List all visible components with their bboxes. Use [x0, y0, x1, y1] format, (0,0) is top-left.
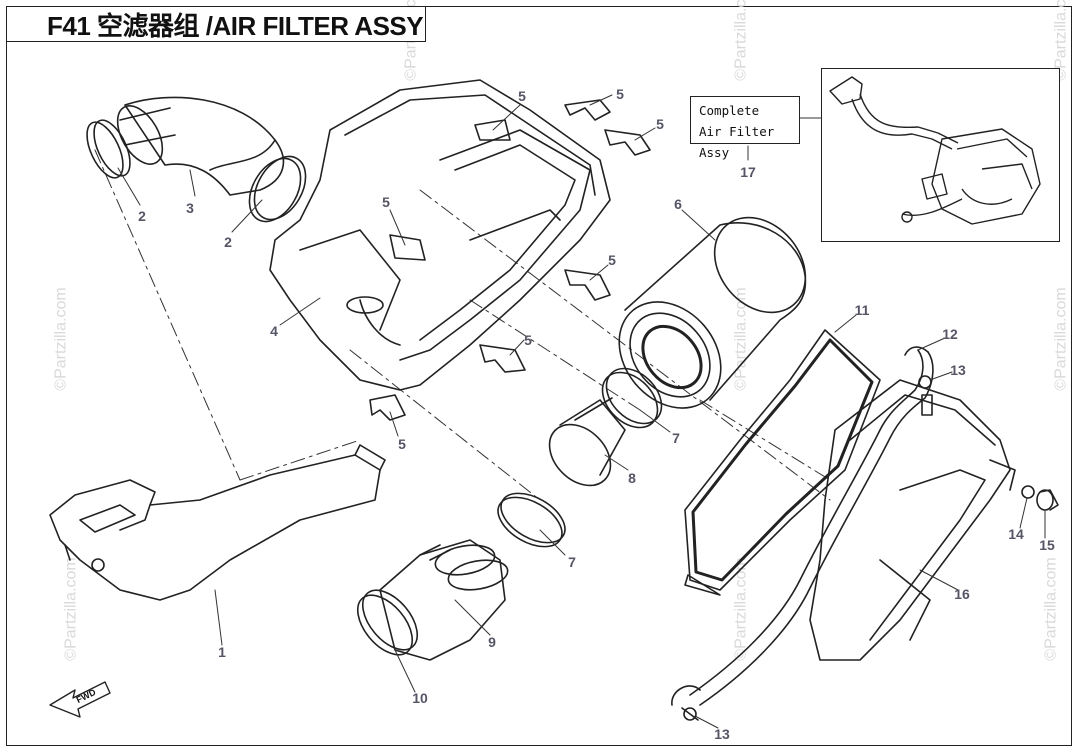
part-intake-snorkel: [49, 444, 386, 601]
complete-assembly-box: Complete Air Filter Assy: [690, 96, 800, 160]
callout-5: 5: [616, 86, 624, 102]
callout-17: 17: [740, 164, 756, 180]
assembly-label-line1: Complete: [699, 103, 760, 118]
callout-3: 3: [186, 200, 194, 216]
assembly-label-line2: Air Filter Assy: [699, 124, 775, 160]
part-clamp-7: [497, 367, 663, 548]
part-airbox-base: [809, 379, 1016, 661]
callout-4: 4: [270, 323, 278, 339]
callout-5: 5: [524, 332, 532, 348]
callout-6: 6: [674, 196, 682, 212]
part-coupler: [548, 397, 626, 487]
callout-7: 7: [568, 554, 576, 570]
callout-12: 12: [942, 326, 958, 342]
page-title: F41 空滤器组 /AIR FILTER ASSY: [47, 10, 424, 41]
callout-13: 13: [714, 726, 730, 742]
inset-assembly-drawing: [829, 76, 1041, 225]
part-filter-element: [618, 216, 807, 409]
callout-5: 5: [382, 194, 390, 210]
assembly-lines: [94, 149, 831, 501]
callout-15: 15: [1039, 537, 1055, 553]
callout-5: 5: [398, 436, 406, 452]
complete-assembly-inset: [821, 68, 1060, 242]
leader-lines: [117, 94, 1046, 729]
callout-2: 2: [138, 208, 146, 224]
callout-10: 10: [412, 690, 428, 706]
callout-13: 13: [950, 362, 966, 378]
callout-9: 9: [488, 634, 496, 650]
callout-14: 14: [1008, 526, 1024, 542]
callout-5: 5: [518, 88, 526, 104]
part-clips: [369, 99, 651, 421]
part-airbox-lid: [269, 79, 611, 391]
diagram-frame: [6, 6, 1072, 746]
callout-16: 16: [954, 586, 970, 602]
callout-5: 5: [656, 116, 664, 132]
callout-11: 11: [854, 302, 870, 318]
part-clamp-10: [356, 589, 419, 656]
title-box: F41 空滤器组 /AIR FILTER ASSY: [6, 6, 426, 42]
fwd-arrow: [49, 681, 111, 718]
part-hose-clips: [681, 375, 933, 721]
callout-5: 5: [608, 252, 616, 268]
callout-2: 2: [224, 234, 232, 250]
part-elbow-hose: [116, 96, 285, 196]
part-clamp-2: [86, 119, 307, 223]
part-gasket: [684, 329, 881, 596]
part-breather-hose: [671, 346, 934, 706]
callout-1: 1: [218, 644, 226, 660]
callout-8: 8: [628, 470, 636, 486]
callout-7: 7: [672, 430, 680, 446]
